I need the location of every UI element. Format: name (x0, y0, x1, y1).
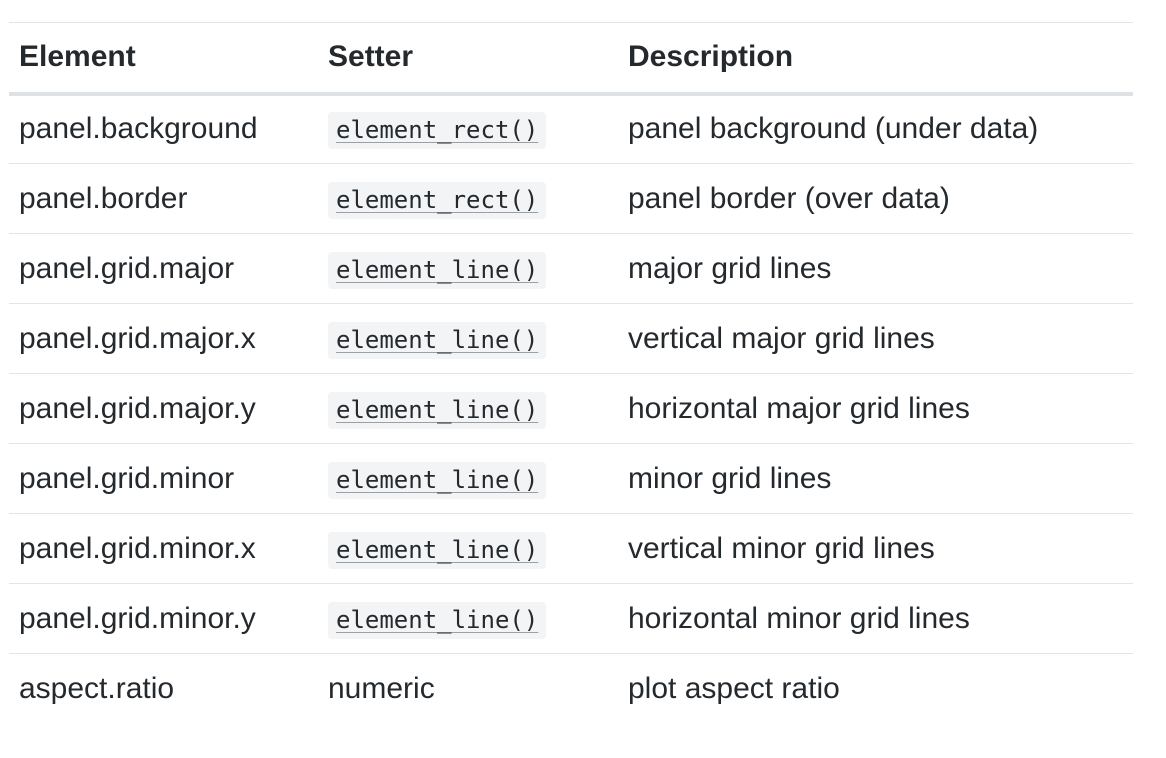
description-cell: vertical minor grid lines (628, 531, 935, 565)
element-cell: panel.background (19, 112, 258, 146)
setter-cell: element_line() (318, 584, 618, 654)
header-description: Description (628, 40, 794, 74)
description-cell: vertical major grid lines (628, 321, 935, 355)
description-cell: horizontal minor grid lines (628, 601, 970, 635)
description-cell: horizontal major grid lines (628, 391, 970, 425)
table-row: panel.grid.minor.y element_line() horizo… (9, 584, 1133, 654)
description-cell: minor grid lines (628, 461, 832, 495)
setter-code: element_line() (328, 531, 547, 569)
setter-cell: element_line() (318, 514, 618, 584)
header-row: Element Setter Description (9, 22, 1133, 94)
table-row: panel.grid.major.x element_line() vertic… (9, 304, 1133, 374)
description-cell: plot aspect ratio (628, 671, 840, 705)
table-header: Element Setter Description (9, 22, 1133, 94)
setter-cell: element_line() (318, 374, 618, 444)
table-row: panel.grid.minor.x element_line() vertic… (9, 514, 1133, 584)
setter-cell: element_line() (318, 304, 618, 374)
element-cell: panel.border (19, 181, 188, 215)
setter-cell: element_line() (318, 444, 618, 514)
table-row: aspect.ratio numeric plot aspect ratio (9, 654, 1133, 724)
setter-cell: element_rect() (318, 164, 618, 234)
element-cell: panel.grid.minor (19, 461, 235, 495)
setter-code: element_line() (328, 461, 547, 499)
description-cell: panel border (over data) (628, 181, 950, 215)
element-cell: panel.grid.minor.x (19, 531, 256, 565)
table-row: panel.border element_rect() panel border… (9, 164, 1133, 234)
header-setter: Setter (328, 40, 414, 74)
table-body: panel.background element_rect() panel ba… (9, 94, 1133, 724)
setter-code: element_line() (328, 251, 547, 289)
header-element: Element (19, 40, 136, 74)
table-row: panel.grid.major element_line() major gr… (9, 234, 1133, 304)
setter-cell: element_line() (318, 234, 618, 304)
table-row: panel.grid.minor element_line() minor gr… (9, 444, 1133, 514)
theme-elements-table-container: Element Setter Description panel.backgro… (9, 22, 1133, 724)
setter-code: element_line() (328, 321, 547, 359)
element-cell: panel.grid.minor.y (19, 601, 256, 635)
setter-code: element_rect() (328, 181, 547, 219)
setter-code: element_rect() (328, 112, 547, 150)
element-cell: aspect.ratio (19, 671, 175, 705)
setter-cell: element_rect() (318, 94, 618, 164)
element-cell: panel.grid.major (19, 251, 235, 285)
element-cell: panel.grid.major.x (19, 321, 256, 355)
description-cell: panel background (under data) (628, 112, 1039, 146)
setter-code: element_line() (328, 391, 547, 429)
table-row: panel.grid.major.y element_line() horizo… (9, 374, 1133, 444)
setter-cell: numeric (328, 671, 435, 705)
element-cell: panel.grid.major.y (19, 391, 256, 425)
theme-elements-table: Element Setter Description panel.backgro… (9, 22, 1133, 724)
description-cell: major grid lines (628, 251, 832, 285)
setter-code: element_line() (328, 601, 547, 639)
table-row: panel.background element_rect() panel ba… (9, 94, 1133, 164)
